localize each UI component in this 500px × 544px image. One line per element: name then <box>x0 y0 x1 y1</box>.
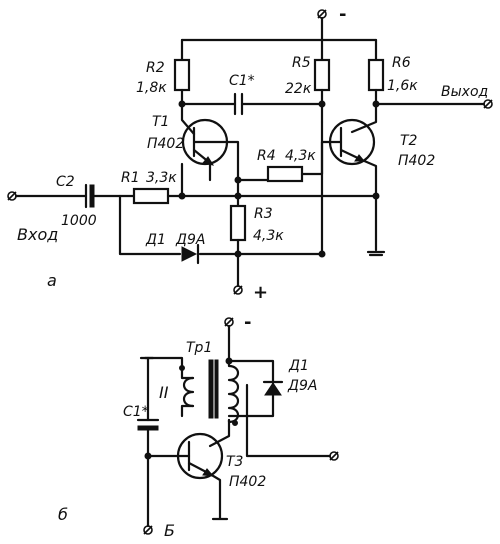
resistor-r1 <box>132 187 170 205</box>
r1-name: R1 <box>121 170 140 186</box>
panel-label-b: б <box>58 505 68 524</box>
r2-value: 1,8к <box>136 80 167 96</box>
r3-value: 4,3к <box>253 228 284 244</box>
transistor-t1 <box>180 102 240 182</box>
r3-name: R3 <box>254 206 273 222</box>
d1-type: Д9А <box>175 232 205 248</box>
output-terminal-b <box>329 451 339 461</box>
input-terminal <box>7 191 17 201</box>
diode-d1-b <box>262 380 284 396</box>
resistor-r5 <box>313 58 331 92</box>
minus-sign: - <box>339 4 346 25</box>
supply-plus-terminal <box>233 285 243 295</box>
d1b-type: Д9А <box>287 378 317 394</box>
output-label: Выход <box>441 84 488 100</box>
c2-value: 1000 <box>61 213 97 229</box>
transistor-t2 <box>320 102 378 198</box>
panel-label-a: а <box>47 271 57 290</box>
diode-d1 <box>181 243 200 265</box>
r5-value: 22к <box>285 81 312 97</box>
t2-name: T2 <box>400 133 418 149</box>
c1b-name: C1* <box>123 404 149 420</box>
d1-name: Д1 <box>145 232 166 248</box>
resistor-r6 <box>367 58 385 92</box>
minus-sign-b: - <box>244 312 251 333</box>
resistor-r2 <box>173 58 191 92</box>
resistor-r3 <box>229 204 247 242</box>
r6-value: 1,6к <box>387 78 418 94</box>
supply-minus-terminal <box>317 9 327 19</box>
r5-name: R5 <box>292 55 311 71</box>
t3-name: T3 <box>226 454 243 470</box>
input-label: Вход <box>17 225 58 244</box>
output-terminal <box>483 99 493 109</box>
tr1-name: Тр1 <box>186 340 212 356</box>
supply-minus-terminal-b <box>224 317 234 327</box>
terminal-b <box>143 525 153 535</box>
r2-name: R2 <box>146 60 165 76</box>
t3-type: П402 <box>229 474 266 490</box>
ground-icon <box>366 250 386 257</box>
t2-type: П402 <box>398 153 435 169</box>
winding-ii-label: II <box>159 383 169 402</box>
r4-name: R4 <box>257 148 276 164</box>
c2-name: C2 <box>56 174 75 190</box>
transistor-t3 <box>146 418 231 520</box>
d1b-name: Д1 <box>288 358 309 374</box>
r4-value: 4,3к <box>285 148 316 164</box>
r1-value: 3,3к <box>146 170 177 186</box>
t1-name: T1 <box>152 114 169 130</box>
plus-sign: + <box>253 282 268 303</box>
c1-name: C1* <box>229 73 255 89</box>
circuit-b: - Д1 Д9А Тр1 II C1* <box>58 312 339 540</box>
transformer-tr1 <box>182 359 240 424</box>
t1-type: П402 <box>147 136 184 152</box>
resistor-r4 <box>266 165 304 183</box>
terminal-b-label: Б <box>164 521 175 540</box>
circuit-a: - R2 1,8к R5 22к R6 1,6к C1* <box>7 4 493 303</box>
r6-name: R6 <box>392 55 411 71</box>
